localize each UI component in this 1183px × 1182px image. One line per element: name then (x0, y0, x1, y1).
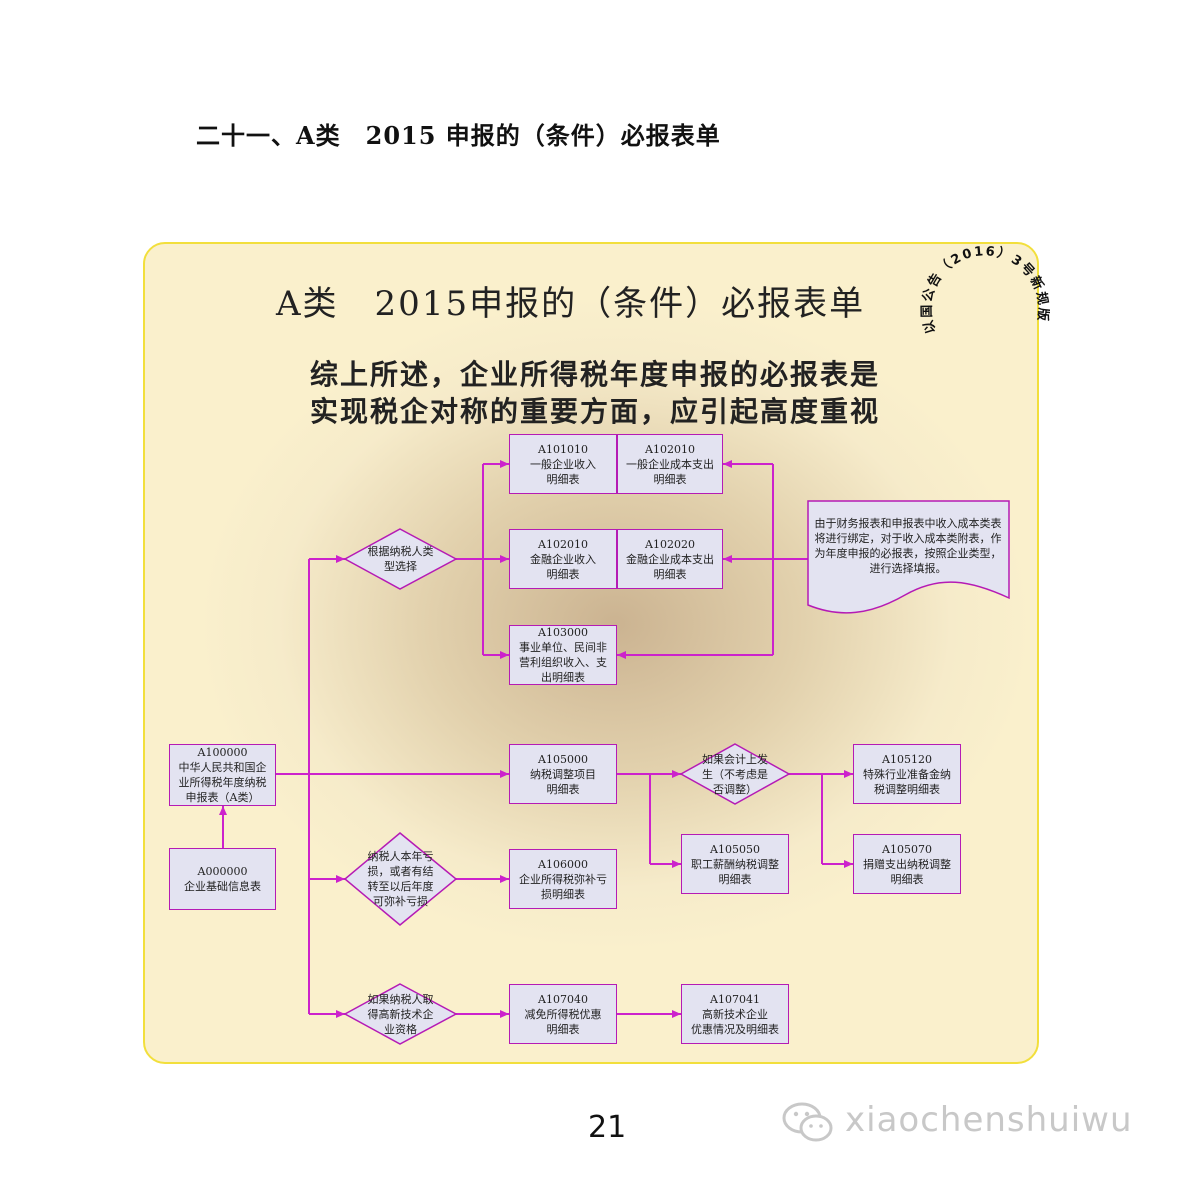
node-a103000: A103000 事业单位、民间非 营利组织收入、支 出明细表 (509, 625, 617, 685)
node-line: 明细表 (653, 567, 687, 581)
node-code: A101010 (538, 442, 588, 456)
node-line: 申报表（A类） (185, 791, 260, 804)
watermark-text: xiaochenshuiwu (845, 1100, 1133, 1140)
node-a101010: A101010 一般企业收入 明细表 (509, 434, 617, 494)
node-a100000: A100000 中华人民共和国企 业所得税年度纳税 申报表（A类） (169, 744, 276, 806)
node-line: 高新技术企业 (702, 1007, 768, 1021)
node-line: 营利组织收入、支 (519, 656, 607, 669)
node-a107040: A107040 减免所得税优惠 明细表 (509, 984, 617, 1044)
node-a107041: A107041 高新技术企业 优惠情况及明细表 (681, 984, 789, 1044)
node-line: 事业单位、民间非 (519, 641, 607, 654)
page-heading: 二十一、A类 2015 申报的（条件）必报表单 (196, 121, 721, 150)
decision-accounting-shape (679, 743, 791, 805)
page-number: 21 (588, 1110, 627, 1145)
node-line: 减免所得税优惠 (524, 1007, 602, 1021)
node-line: 特殊行业准备金纳 (863, 767, 951, 781)
node-line: 职工薪酬纳税调整 (691, 857, 779, 871)
note-text: 由于财务报表和申报表中收入成本类表将进行绑定，对于收入成本类附表，作为年度申报的… (814, 517, 1002, 575)
node-line: 明细表 (653, 472, 687, 486)
node-code: A102010 (538, 537, 588, 551)
note-document-shape (807, 500, 1010, 614)
node-code: A102010 (645, 442, 695, 456)
decision-line: 型选择 (384, 560, 417, 573)
node-line: 优惠情况及明细表 (691, 1022, 779, 1036)
node-code: A105070 (882, 842, 932, 856)
decision-line: 如果会计上发 (702, 753, 768, 766)
summary-line-2: 实现税企对称的重要方面，应引起高度重视 (310, 395, 881, 428)
node-code: A105000 (538, 752, 588, 766)
decision-line: 根据纳税人类 (367, 545, 434, 558)
node-a102010-financial: A102010 金融企业收入 明细表 (509, 529, 617, 589)
node-line: 税调整明细表 (874, 782, 940, 796)
node-code: A107041 (710, 992, 760, 1006)
node-a105120: A105120 特殊行业准备金纳 税调整明细表 (853, 744, 961, 804)
node-line: 一般企业收入 (530, 457, 596, 471)
node-line: 明细表 (718, 872, 752, 886)
decision-line: 如果纳税人取 (367, 993, 434, 1006)
node-line: 明细表 (546, 1022, 580, 1036)
node-code: A107040 (538, 992, 588, 1006)
node-line: 纳税调整项目 (530, 767, 596, 781)
decision-line: 损，或者有结 (367, 865, 434, 878)
node-code: A102020 (645, 537, 695, 551)
node-line: 企业所得税弥补亏 (519, 872, 607, 886)
summary-line-1: 综上所述，企业所得税年度申报的必报表是 (310, 358, 881, 391)
node-code: A106000 (538, 857, 588, 871)
node-a105050: A105050 职工薪酬纳税调整 明细表 (681, 834, 789, 894)
decision-loss: 纳税人本年亏 损，或者有结 转至以后年度 可弥补亏损 (345, 849, 456, 909)
node-a105000: A105000 纳税调整项目 明细表 (509, 744, 617, 804)
decision-hightech-shape (343, 983, 458, 1045)
node-line: 一般企业成本支出 (626, 457, 714, 471)
decision-line: 生（不考虑是 (702, 768, 768, 781)
node-code: A000000 (197, 865, 248, 878)
node-line: 企业基础信息表 (184, 880, 261, 893)
decision-loss-shape (343, 832, 458, 926)
decision-line: 可弥补亏损 (373, 895, 428, 908)
node-line: 中华人民共和国企 (178, 761, 267, 774)
node-code: A100000 (197, 746, 248, 759)
decision-line: 业资格 (384, 1023, 417, 1036)
node-code: A103000 (538, 626, 588, 639)
decision-hightech: 如果纳税人取 得高新技术企 业资格 (345, 992, 456, 1037)
node-line: 明细表 (546, 472, 580, 486)
decision-line: 否调整） (713, 783, 757, 796)
node-code: A105050 (710, 842, 760, 856)
node-line: 明细表 (890, 872, 924, 886)
node-code: A105120 (882, 752, 932, 766)
node-line: 业所得税年度纳税 (178, 776, 267, 789)
node-a102010-general: A102010 一般企业成本支出 明细表 (617, 434, 723, 494)
node-line: 金融企业收入 (530, 552, 596, 566)
decision-taxpayer-type-shape (343, 528, 458, 590)
node-a000000: A000000 企业基础信息表 (169, 848, 276, 910)
wechat-icon (782, 1102, 833, 1142)
node-line: 损明细表 (541, 887, 585, 901)
panel-title: A类 2015申报的（条件）必报表单 (276, 284, 866, 324)
decision-taxpayer-type: 根据纳税人类 型选择 (345, 544, 456, 574)
node-line: 捐赠支出纳税调整 (863, 857, 951, 871)
decision-line: 得高新技术企 (367, 1008, 434, 1021)
node-line: 明细表 (546, 567, 580, 581)
node-line: 金融企业成本支出 (626, 552, 714, 566)
decision-line: 纳税人本年亏 (367, 850, 434, 863)
node-a106000: A106000 企业所得税弥补亏 损明细表 (509, 849, 617, 909)
node-a105070: A105070 捐赠支出纳税调整 明细表 (853, 834, 961, 894)
node-a102020: A102020 金融企业成本支出 明细表 (617, 529, 723, 589)
regulation-stamp: 以国公告（2016）3号新规版 (920, 244, 1049, 335)
node-line: 明细表 (546, 782, 580, 796)
decision-line: 转至以后年度 (367, 880, 434, 893)
decision-accounting: 如果会计上发 生（不考虑是 否调整） (681, 752, 789, 797)
node-line: 出明细表 (541, 671, 585, 684)
